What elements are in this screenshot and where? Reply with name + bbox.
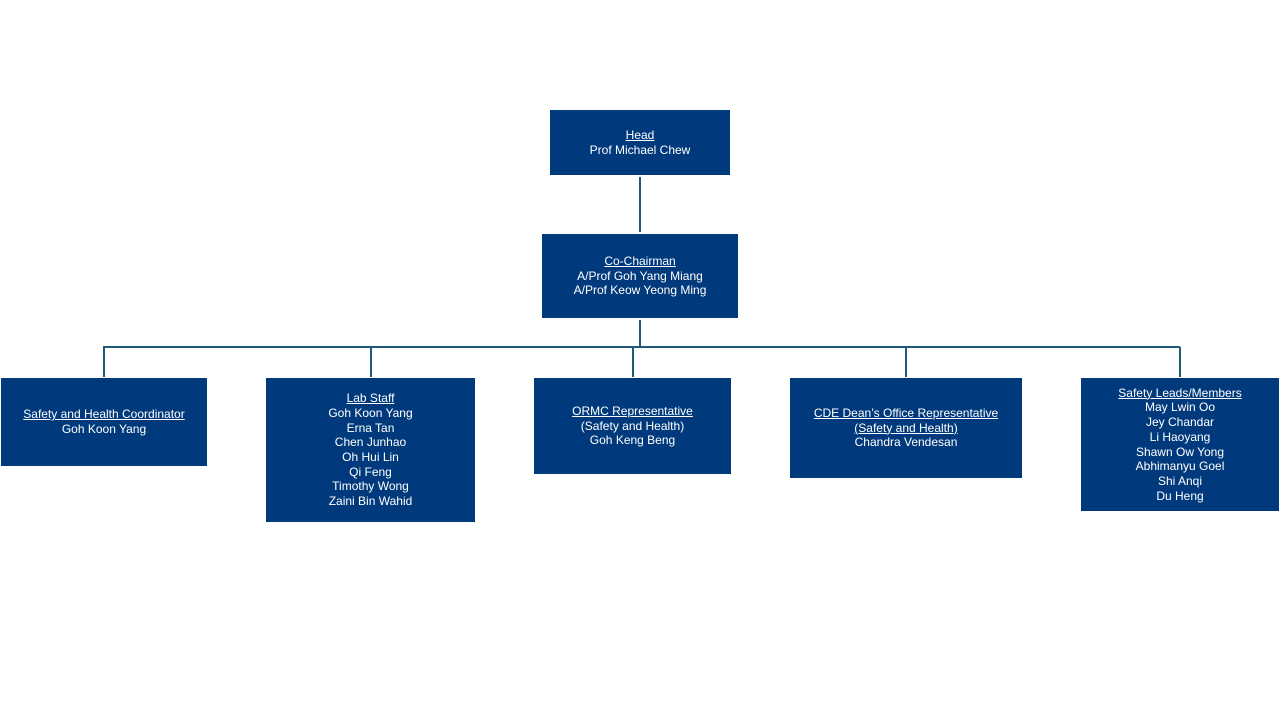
lab-staff-member: Zaini Bin Wahid [328,494,413,509]
lab-staff-title: Lab Staff [346,391,395,406]
safety-leads-member: Shi Anqi [1157,473,1203,488]
lab-staff-box: Lab Staff Goh Koon Yang Erna Tan Chen Ju… [266,378,475,522]
coordinator-name: Goh Koon Yang [61,422,147,436]
safety-leads-member: May Lwin Oo [1144,400,1216,415]
lab-staff-member: Oh Hui Lin [342,450,399,464]
cde-title: CDE Dean’s Office Representative [813,405,999,420]
ormc-subtitle: (Safety and Health) [580,418,685,433]
head-title: Head [625,127,655,142]
safety-leads-member: Shawn Ow Yong [1135,444,1225,459]
cde-name: Chandra Vendesan [854,435,958,450]
cde-title-sub: (Safety and Health) [854,420,958,435]
ormc-name: Goh Keng Beng [589,433,676,448]
safety-leads-member: Abhimanyu Goel [1135,459,1225,474]
ormc-box: ORMC Representative (Safety and Health) … [534,378,731,474]
safety-leads-member: Jey Chandar [1145,415,1215,430]
lab-staff-member: Timothy Wong [332,479,409,494]
head-box: Head Prof Michael Chew [550,110,730,175]
cochairman-box: Co-Chairman A/Prof Goh Yang Miang A/Prof… [542,234,738,318]
safety-leads-box: Safety Leads/Members May Lwin Oo Jey Cha… [1081,378,1279,511]
cochairman-title: Co-Chairman [604,253,676,268]
coordinator-box: Safety and Health Coordinator Goh Koon Y… [1,378,207,466]
cde-box: CDE Dean’s Office Representative (Safety… [790,378,1022,478]
head-name: Prof Michael Chew [589,142,691,157]
cochairman-name: A/Prof Keow Yeong Ming [573,283,707,298]
cochairman-name: A/Prof Goh Yang Miang [577,268,703,283]
safety-leads-title: Safety Leads/Members [1118,385,1242,400]
ormc-title: ORMC Representative [572,403,693,418]
lab-staff-member: Qi Feng [349,464,392,479]
lab-staff-member: Chen Junhao [334,435,407,450]
lab-staff-member: Goh Koon Yang [328,405,413,420]
coordinator-title: Safety and Health Coordinator [23,407,185,422]
lab-staff-member: Erna Tan [346,420,395,435]
safety-leads-member: Li Haoyang [1149,429,1211,444]
safety-leads-member: Du Heng [1156,488,1204,503]
